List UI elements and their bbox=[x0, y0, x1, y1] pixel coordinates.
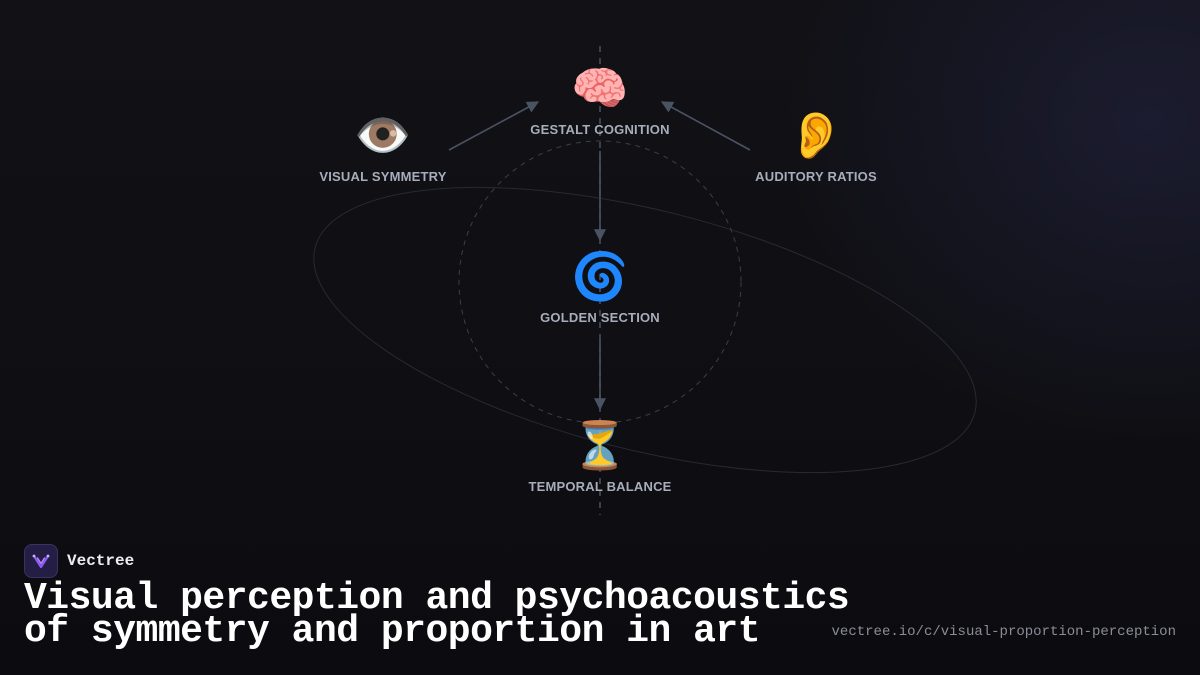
eye-icon: 👁️ bbox=[354, 108, 412, 162]
title-line-2: of symmetry and proportion in art bbox=[24, 610, 761, 653]
spiral-icon: 🌀 bbox=[571, 249, 629, 303]
brain-icon: 🧠 bbox=[571, 61, 629, 115]
node-label: TEMPORAL BALANCE bbox=[528, 479, 672, 494]
vectree-logo-mark bbox=[32, 554, 50, 569]
brand-name: Vectree bbox=[67, 552, 135, 570]
node-visual-symmetry: 👁️ VISUAL SYMMETRY bbox=[273, 109, 493, 184]
node-label: GOLDEN SECTION bbox=[540, 310, 660, 325]
node-gestalt-cognition: 🧠 GESTALT COGNITION bbox=[490, 62, 710, 137]
page-title: Visual perception and psychoacoustics of… bbox=[24, 577, 850, 653]
node-auditory-ratios: 👂 AUDITORY RATIOS bbox=[706, 109, 926, 184]
ear-icon: 👂 bbox=[787, 108, 845, 162]
source-url[interactable]: vectree.io/c/visual-proportion-perceptio… bbox=[831, 624, 1176, 640]
hourglass-icon: ⏳ bbox=[571, 418, 629, 472]
title-line-1: Visual perception and psychoacoustics bbox=[24, 577, 850, 620]
node-label: GESTALT COGNITION bbox=[530, 122, 670, 137]
node-label: AUDITORY RATIOS bbox=[755, 169, 877, 184]
vectree-logo-icon bbox=[24, 544, 58, 578]
edge-visual-to-gestalt bbox=[448, 101, 540, 151]
node-temporal-balance: ⏳ TEMPORAL BALANCE bbox=[490, 419, 710, 494]
node-label: VISUAL SYMMETRY bbox=[319, 169, 447, 184]
orbit-ellipse bbox=[313, 186, 977, 474]
brand[interactable]: Vectree bbox=[24, 544, 134, 578]
edge-auditory-to-gestalt bbox=[660, 101, 751, 151]
node-golden-section: 🌀 GOLDEN SECTION bbox=[490, 250, 710, 325]
